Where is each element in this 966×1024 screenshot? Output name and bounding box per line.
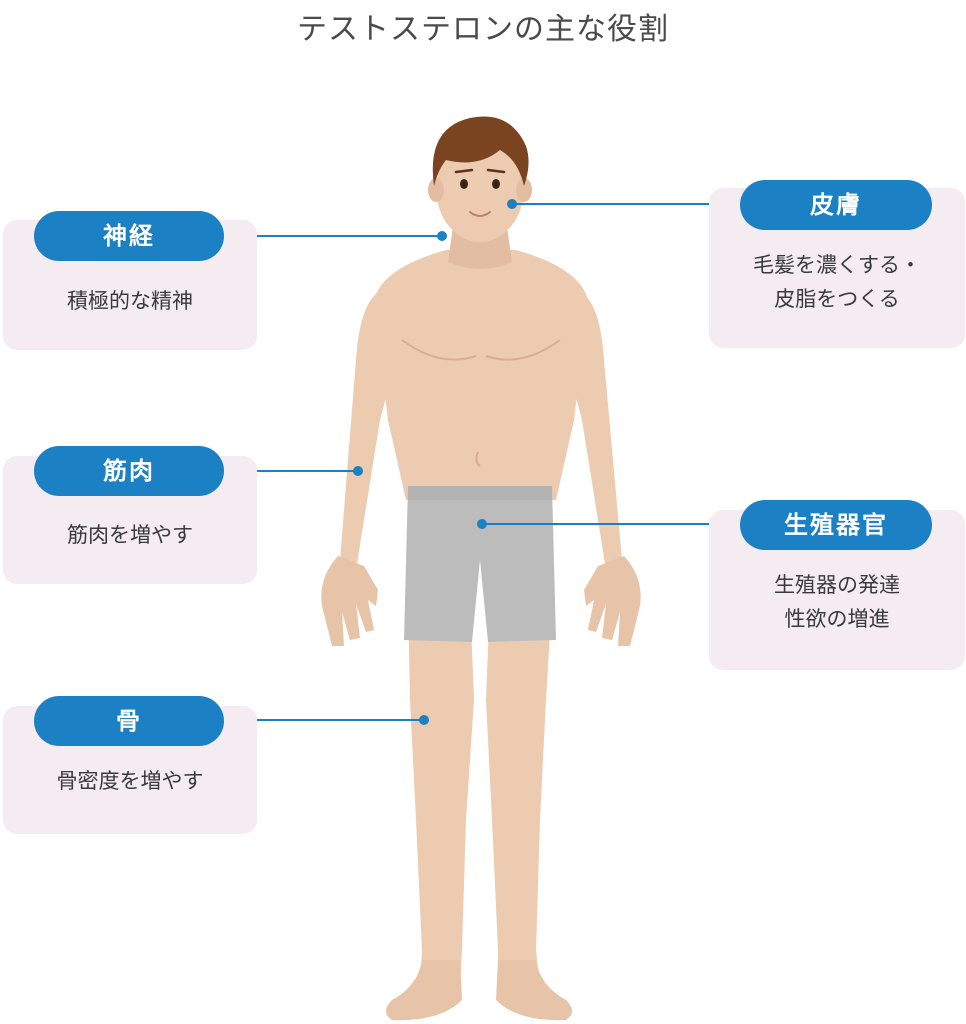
body-figure (321, 116, 641, 1021)
role-label-reproductive: 生殖器官 (740, 500, 932, 550)
connector-skin (507, 199, 740, 209)
role-description: 生殖器の発達 性欲の増進 (774, 573, 900, 631)
role-description: 筋肉を増やす (67, 523, 193, 547)
connector-reproductive (477, 519, 740, 529)
role-label-skin: 皮膚 (740, 180, 932, 230)
role-description: 骨密度を増やす (56, 769, 204, 793)
connector-nerve (226, 231, 447, 241)
role-label-bone: 骨 (34, 696, 224, 746)
role-label-muscle: 筋肉 (34, 446, 224, 496)
role-description: 毛髪を濃くする・ 皮脂をつくる (753, 253, 921, 311)
role-description: 積極的な精神 (67, 289, 193, 313)
connector-bone (226, 715, 429, 725)
role-label-nerve: 神経 (34, 211, 224, 261)
diagram-title: テストステロンの主な役割 (297, 12, 669, 47)
